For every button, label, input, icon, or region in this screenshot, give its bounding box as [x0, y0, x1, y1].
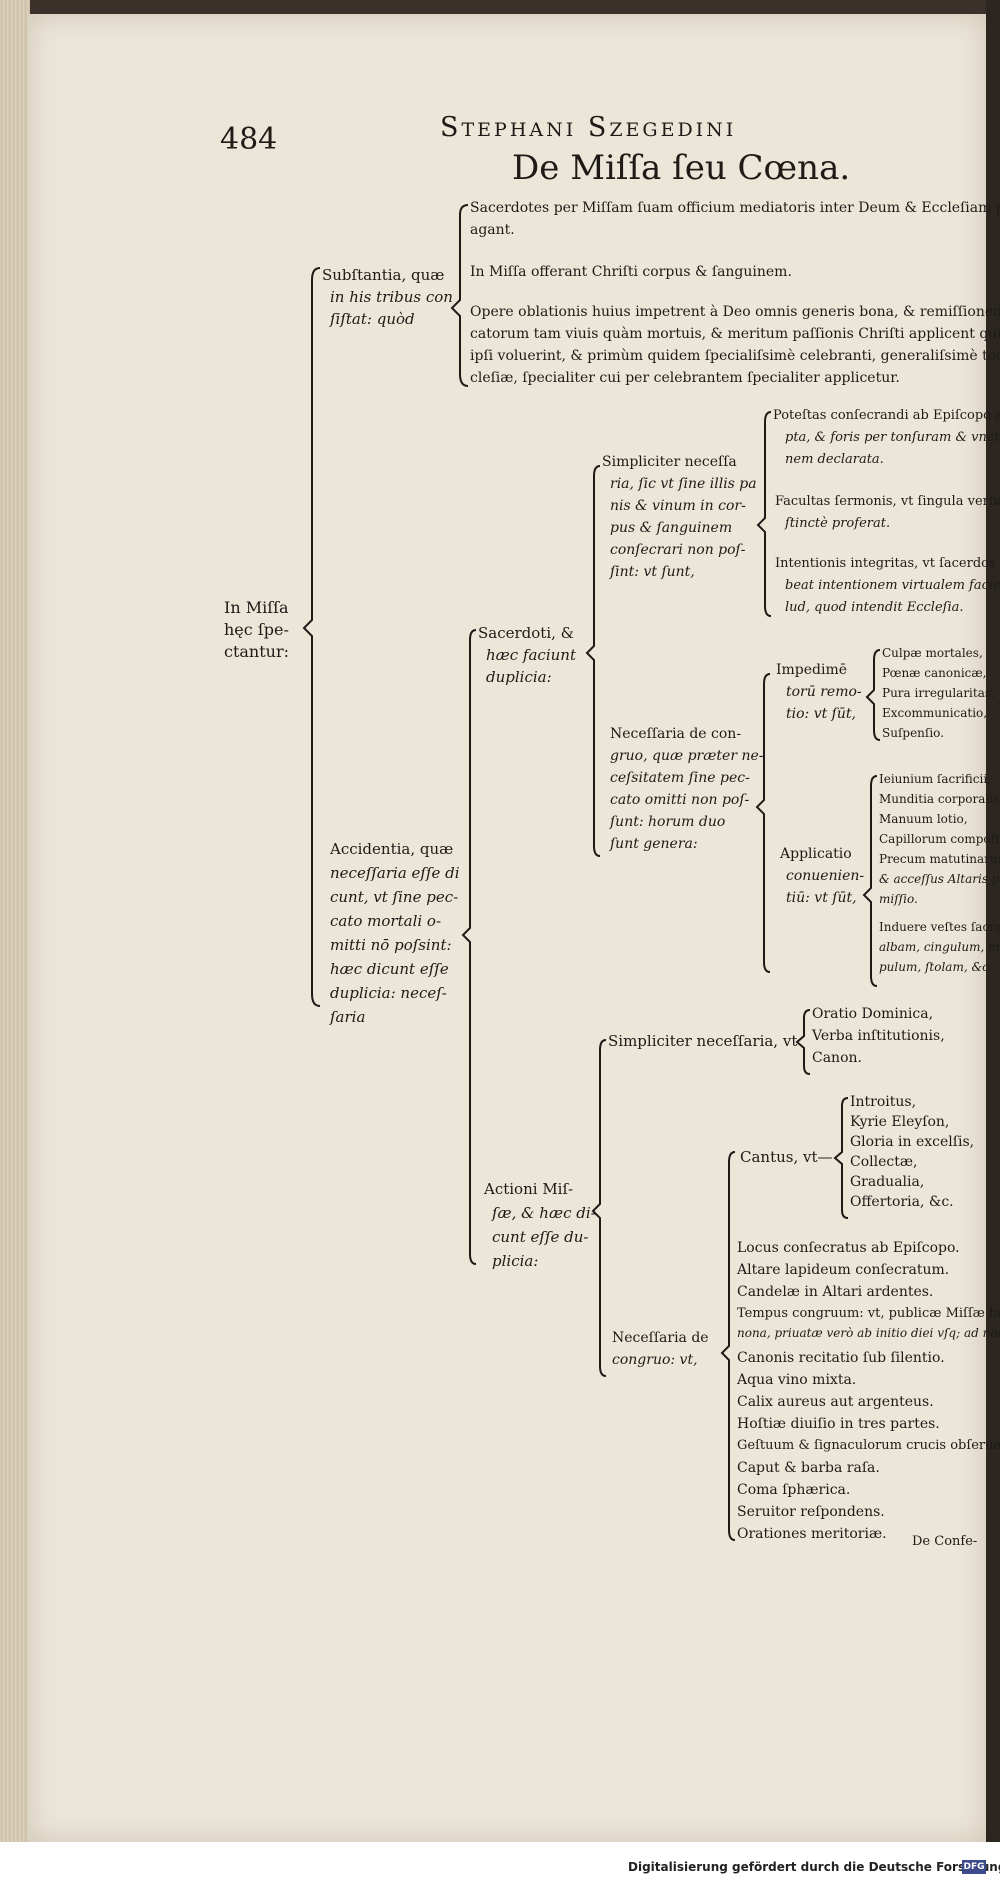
actioni-simpliciter-label: Simpliciter neceſſaria, vt	[608, 1032, 798, 1050]
impedimentorum-brace	[865, 649, 881, 741]
bracket-lines	[302, 204, 881, 1541]
digitization-footer: Digitalisierung gefördert durch die Deut…	[0, 1842, 1000, 1896]
de-congruo-brace	[755, 673, 771, 973]
applicatio-brace	[862, 775, 878, 987]
footer-credit: Digitalisierung gefördert durch die Deut…	[628, 1860, 1000, 1874]
scan-top-edge	[0, 0, 1000, 14]
substantia-brace	[450, 204, 469, 387]
cantus-brace	[833, 1097, 849, 1219]
book-fore-edge	[0, 0, 30, 1842]
cantus-label: Cantus, vt—	[740, 1148, 833, 1166]
sacerdoti-brace	[585, 465, 601, 857]
actioni-de-congruo-brace	[720, 1151, 736, 1541]
running-head: Stephani Szegedini	[440, 112, 737, 143]
sacerdoti-simpliciter-brace	[756, 411, 772, 617]
dfg-logo: DFG	[962, 1860, 986, 1874]
catchword: De Confe-	[912, 1534, 978, 1549]
root-brace	[302, 267, 321, 1007]
page-title: De Miſſa ſeu Cœna.	[512, 148, 851, 188]
accidentia-brace	[461, 629, 477, 1265]
scan-right-edge	[986, 0, 1000, 1842]
actioni-brace	[591, 1039, 607, 1377]
actioni-simpliciter-brace	[795, 1009, 811, 1075]
page-number: 484	[220, 122, 278, 157]
paper-sheet	[28, 14, 986, 1842]
